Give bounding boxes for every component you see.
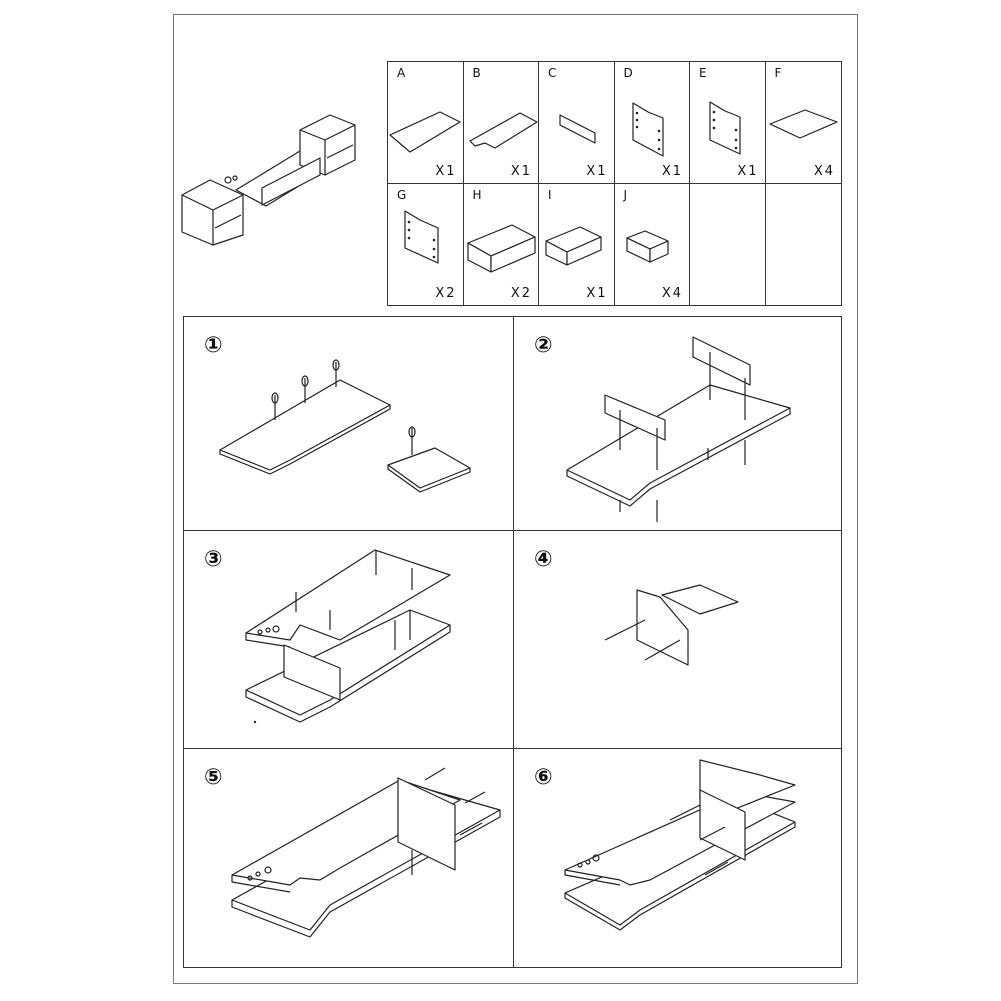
- step-number: ④: [534, 547, 553, 572]
- part-letter: A: [397, 66, 406, 80]
- part-cell-empty: [690, 183, 766, 305]
- part-cell-a: A X1: [388, 62, 464, 184]
- part-quantity: X2: [510, 286, 532, 301]
- part-cell-d: D X1: [614, 62, 690, 184]
- part-quantity: X1: [661, 163, 683, 179]
- part-letter: F: [774, 66, 782, 80]
- step-number: ②: [534, 333, 553, 358]
- assembly-steps-grid: ① ② ③ ④ ⑤ ⑥: [183, 316, 842, 968]
- part-quantity: X1: [586, 163, 608, 179]
- step-number: ⑥: [534, 765, 553, 790]
- part-letter: J: [623, 187, 628, 202]
- part-quantity: X4: [661, 286, 683, 301]
- step-number: ①: [204, 333, 223, 358]
- part-letter: E: [699, 66, 707, 80]
- step-number: ③: [204, 547, 223, 572]
- part-cell-j: J X4: [615, 183, 690, 305]
- part-cell-f: F X4: [765, 62, 841, 184]
- part-cell-b: B X1: [463, 62, 539, 184]
- part-letter: I: [548, 187, 552, 202]
- instruction-sheet-border: [173, 14, 858, 984]
- part-quantity: X1: [510, 163, 532, 179]
- part-letter: H: [472, 187, 482, 202]
- step-1-panel: ①: [184, 317, 514, 531]
- part-letter: G: [397, 187, 407, 202]
- part-quantity: X4: [813, 163, 835, 179]
- step-3-panel: ③: [184, 531, 514, 749]
- part-cell-i: I X1: [539, 183, 615, 305]
- part-letter: C: [548, 66, 557, 80]
- part-letter: D: [623, 66, 633, 80]
- step-number: ⑤: [204, 765, 223, 790]
- step-2-panel: ②: [514, 317, 841, 531]
- part-letter: B: [472, 66, 481, 80]
- step-5-panel: ⑤: [184, 749, 514, 967]
- parts-list-table: A X1 B X1 C X1 D X1 E X1 F X4 G X2 H X2 I X1 J X4: [387, 61, 842, 306]
- part-quantity: X1: [586, 286, 608, 301]
- part-cell-c: C X1: [539, 62, 615, 184]
- part-quantity: X1: [737, 163, 759, 179]
- part-cell-h: H X2: [464, 183, 539, 305]
- part-cell-empty: [766, 184, 842, 306]
- part-quantity: X2: [435, 286, 457, 301]
- part-quantity: X1: [435, 163, 457, 179]
- part-cell-g: G X2: [388, 183, 464, 305]
- step-6-panel: ⑥: [514, 749, 841, 967]
- step-4-panel: ④: [514, 531, 841, 749]
- part-cell-e: E X1: [690, 62, 766, 184]
